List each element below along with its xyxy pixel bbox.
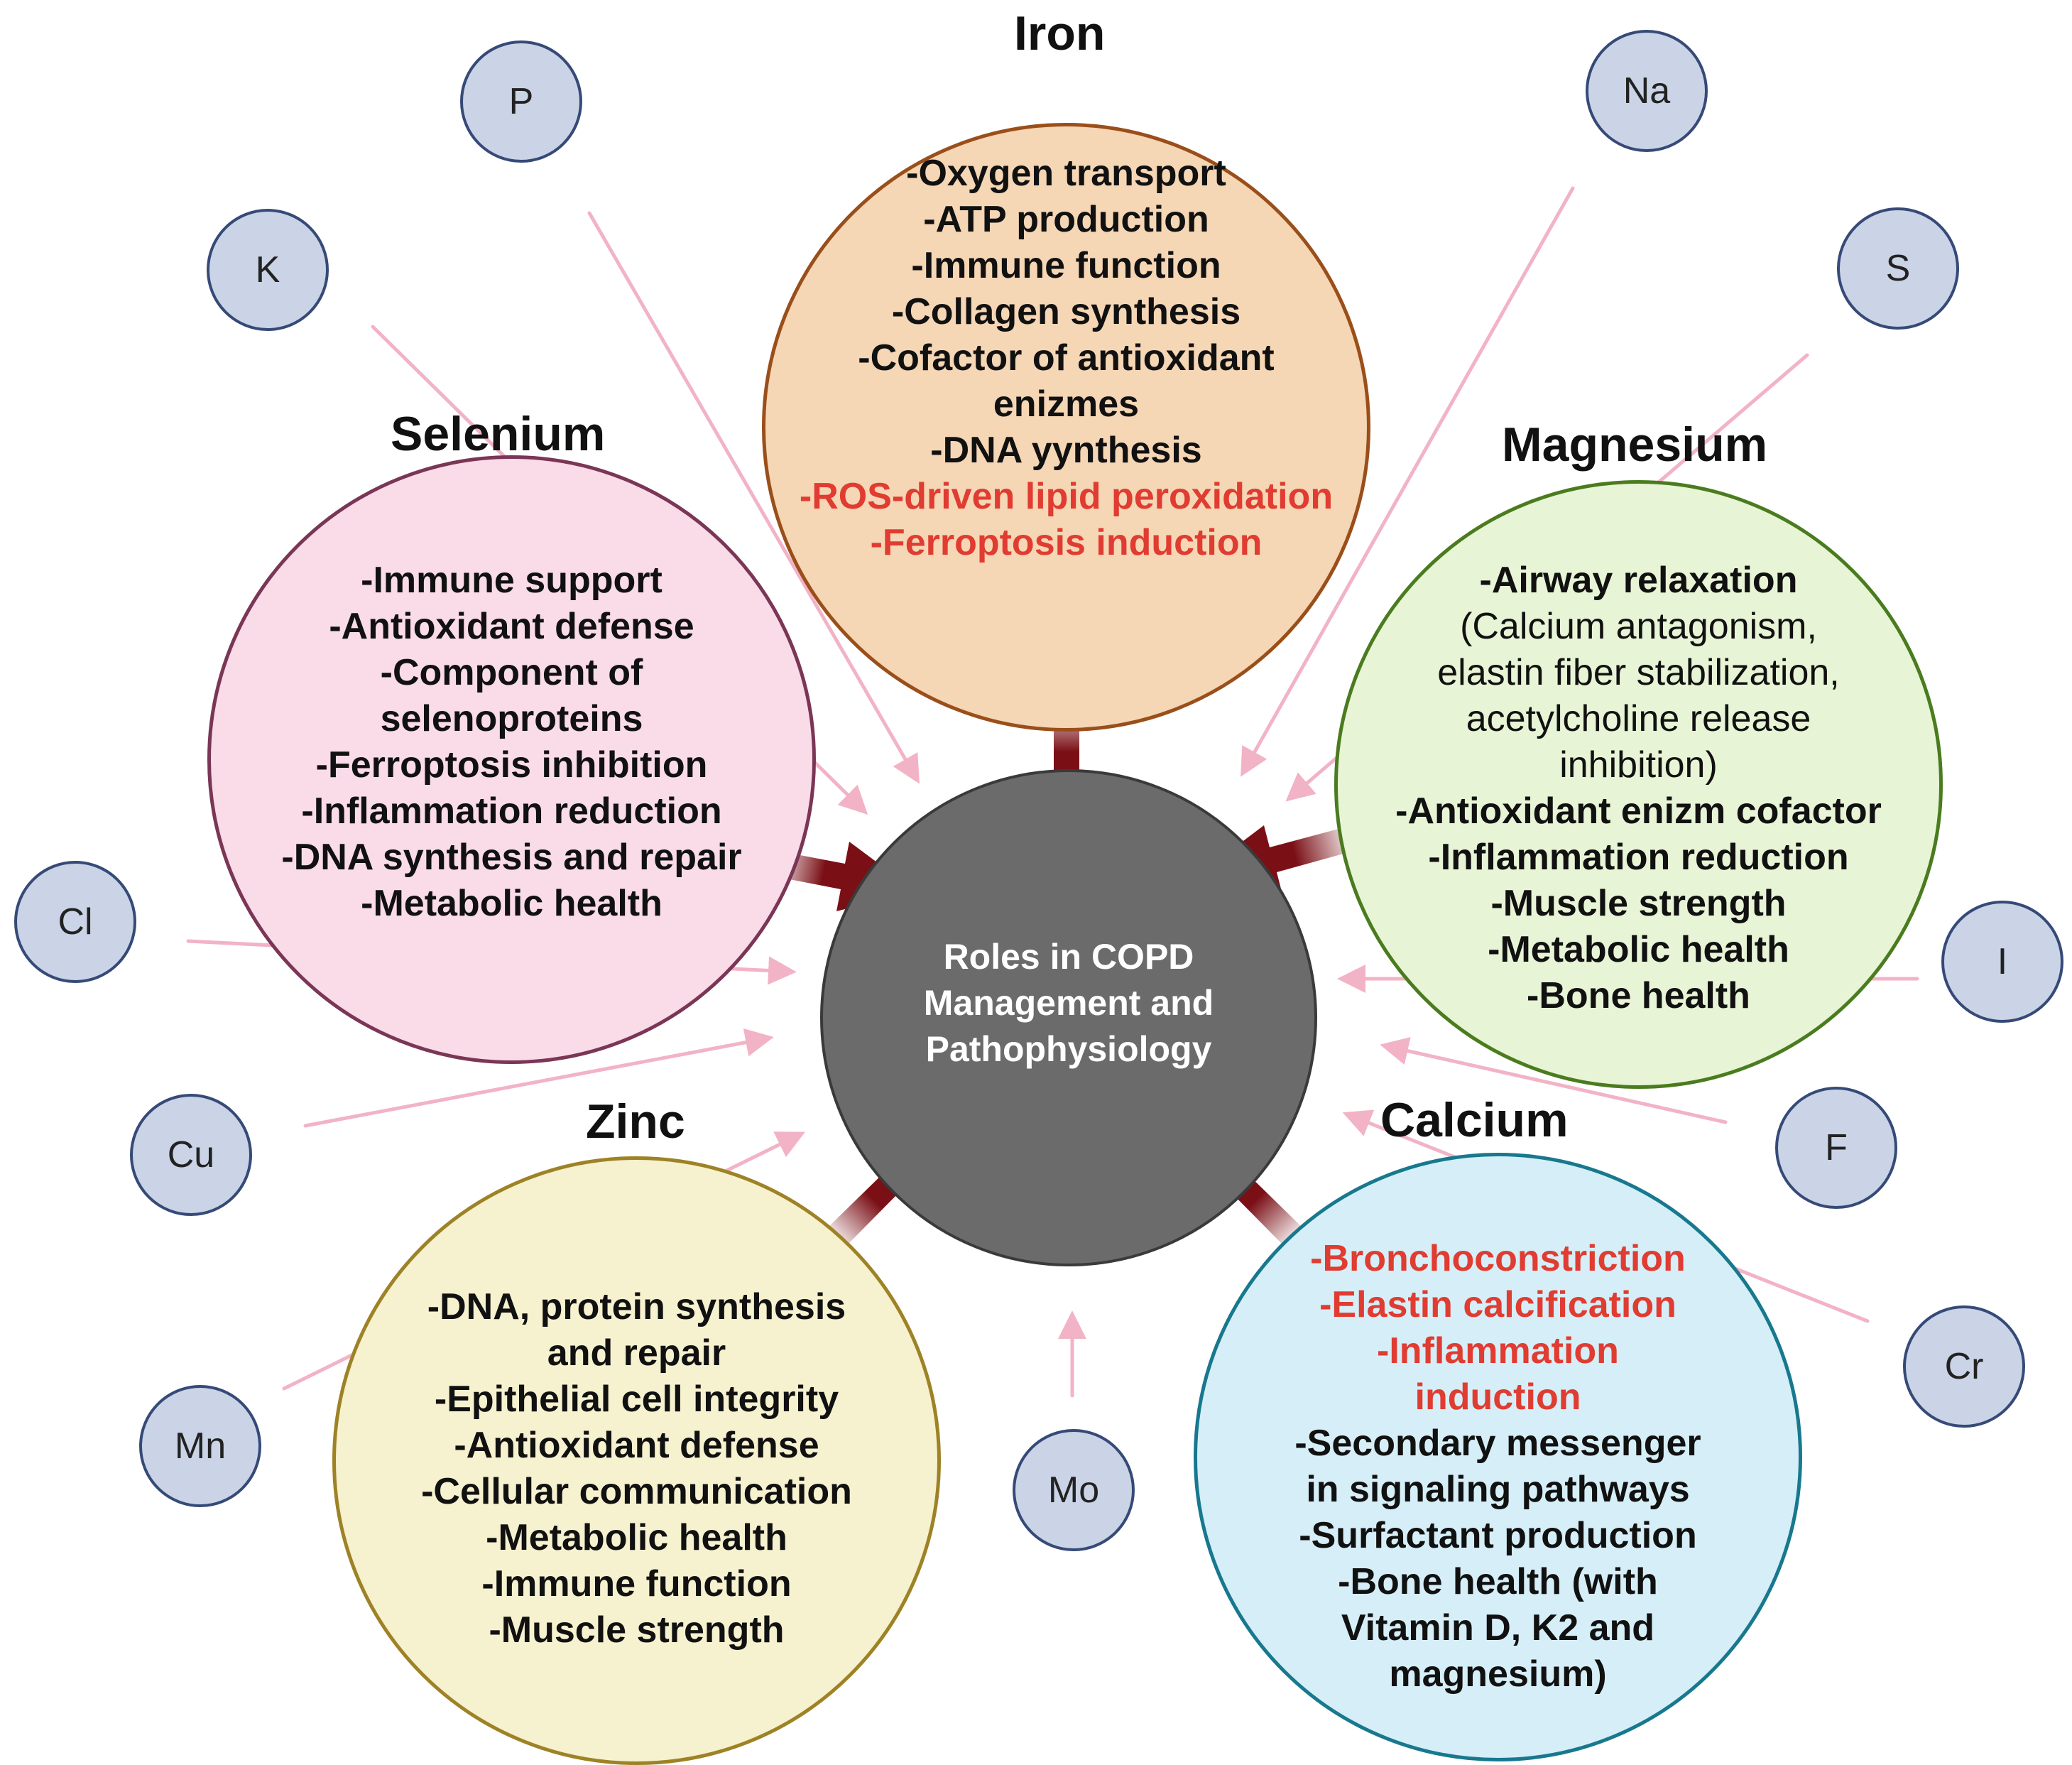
element-cl: Cl (14, 861, 136, 983)
element-na: Na (1586, 30, 1708, 152)
magnesium-detail: acetylcholine release (1466, 698, 1811, 739)
selenium-item: -DNA synthesis and repair (281, 837, 742, 878)
element-cl-label: Cl (58, 901, 93, 943)
element-k-label: K (255, 249, 280, 290)
magnesium-roles: -Airway relaxation (Calcium antagonism, … (1334, 558, 1943, 1019)
zinc-circle (332, 1156, 941, 1765)
calcium-roles: -Bronchoconstriction -Elastin calcificat… (1194, 1236, 1802, 1698)
iron-title: Iron (1014, 6, 1106, 60)
selenium-item: selenoproteins (380, 698, 643, 739)
selenium-title: Selenium (391, 407, 606, 461)
element-mo: Mo (1013, 1429, 1135, 1551)
zinc-item: -Metabolic health (486, 1517, 787, 1558)
element-cu: Cu (130, 1094, 252, 1216)
iron-item: -Collagen synthesis (891, 291, 1241, 332)
magnesium-title: Magnesium (1502, 418, 1768, 472)
magnesium-item: -Antioxidant enizm cofactor (1395, 791, 1882, 832)
arrow-f (1380, 1037, 1728, 1124)
element-f: F (1775, 1087, 1897, 1209)
calcium-item: -Surfactant production (1299, 1515, 1697, 1556)
iron-item: -Oxygen transport (906, 153, 1226, 194)
iron-item: -ATP production (923, 199, 1209, 240)
element-mo-label: Mo (1047, 1470, 1100, 1511)
calcium-negative-item: induction (1414, 1376, 1581, 1418)
iron-negative-item: -ROS-driven lipid peroxidation (799, 476, 1334, 517)
element-mn: Mn (139, 1385, 261, 1507)
center-line: Management and (923, 983, 1214, 1023)
iron-roles: -Oxygen transport -ATP production -Immun… (762, 151, 1370, 566)
zinc-item: -DNA, protein synthesis (427, 1286, 846, 1327)
magnesium-detail: (Calcium antagonism, (1460, 606, 1817, 647)
magnesium-detail: elastin fiber stabilization, (1437, 652, 1840, 693)
selenium-circle (207, 455, 816, 1064)
element-cr: Cr (1903, 1305, 2025, 1428)
iron-item: -DNA yynthesis (930, 430, 1202, 471)
calcium-circle (1194, 1153, 1802, 1761)
element-s-label: S (1885, 248, 1911, 289)
center-label: Roles in COPD Management and Pathophysio… (820, 934, 1317, 1072)
element-cr-label: Cr (1944, 1346, 1984, 1387)
calcium-item: Vitamin D, K2 and (1341, 1607, 1655, 1649)
zinc-item: -Immune function (481, 1563, 792, 1604)
calcium-negative-item: -Elastin calcification (1319, 1284, 1676, 1325)
zinc-item: -Epithelial cell integrity (434, 1379, 839, 1420)
calcium-item: in signaling pathways (1306, 1469, 1690, 1510)
element-k: K (207, 209, 329, 331)
magnesium-item: -Bone health (1527, 975, 1750, 1016)
selenium-item: -Antioxidant defense (329, 606, 694, 647)
element-na-label: Na (1623, 70, 1671, 112)
iron-item: -Cofactor of antioxidant (858, 337, 1275, 379)
magnesium-item: -Airway relaxation (1479, 560, 1798, 601)
zinc-item: -Muscle strength (489, 1609, 785, 1651)
zinc-title: Zinc (586, 1095, 685, 1148)
magnesium-circle (1334, 480, 1943, 1089)
element-p: P (460, 40, 582, 163)
element-f-label: F (1825, 1127, 1848, 1168)
arrow-na (1241, 186, 1575, 777)
calcium-item: magnesium) (1389, 1653, 1607, 1695)
magnesium-item: -Inflammation reduction (1428, 837, 1849, 878)
element-s: S (1837, 207, 1959, 330)
zinc-item: and repair (547, 1332, 726, 1374)
magnesium-item: -Metabolic health (1488, 929, 1789, 970)
zinc-roles: -DNA, protein synthesis and repair -Epit… (332, 1284, 941, 1653)
selenium-item: -Inflammation reduction (301, 791, 722, 832)
element-i: I (1941, 901, 2063, 1023)
center-line: Roles in COPD (943, 937, 1194, 977)
center-line: Pathophysiology (925, 1029, 1212, 1069)
calcium-item: -Bone health (with (1338, 1561, 1658, 1602)
calcium-item: -Secondary messenger (1294, 1423, 1701, 1464)
iron-circle (762, 123, 1370, 732)
selenium-item: -Component of (380, 652, 643, 693)
zinc-item: -Antioxidant defense (454, 1425, 819, 1466)
iron-negative-item: -Ferroptosis induction (870, 522, 1263, 563)
selenium-item: -Metabolic health (361, 883, 663, 924)
element-i-label: I (1997, 941, 2008, 982)
iron-item: -Immune function (911, 245, 1221, 286)
element-cu-label: Cu (167, 1134, 215, 1175)
calcium-title: Calcium (1380, 1093, 1569, 1147)
selenium-roles: -Immune support -Antioxidant defense -Co… (207, 558, 816, 927)
element-mn-label: Mn (174, 1425, 227, 1467)
magnesium-item: -Muscle strength (1490, 883, 1787, 924)
arrow-cu (303, 1028, 774, 1128)
arrow-p (587, 211, 920, 784)
calcium-negative-item: -Inflammation (1377, 1330, 1619, 1372)
calcium-negative-item: -Bronchoconstriction (1310, 1238, 1686, 1279)
magnesium-detail: inhibition) (1559, 744, 1718, 786)
selenium-item: -Ferroptosis inhibition (315, 744, 708, 786)
selenium-item: -Immune support (361, 560, 663, 601)
zinc-item: -Cellular communication (421, 1471, 852, 1512)
element-p-label: P (508, 81, 534, 122)
center-circle (820, 769, 1317, 1266)
iron-item: enizmes (993, 384, 1140, 425)
